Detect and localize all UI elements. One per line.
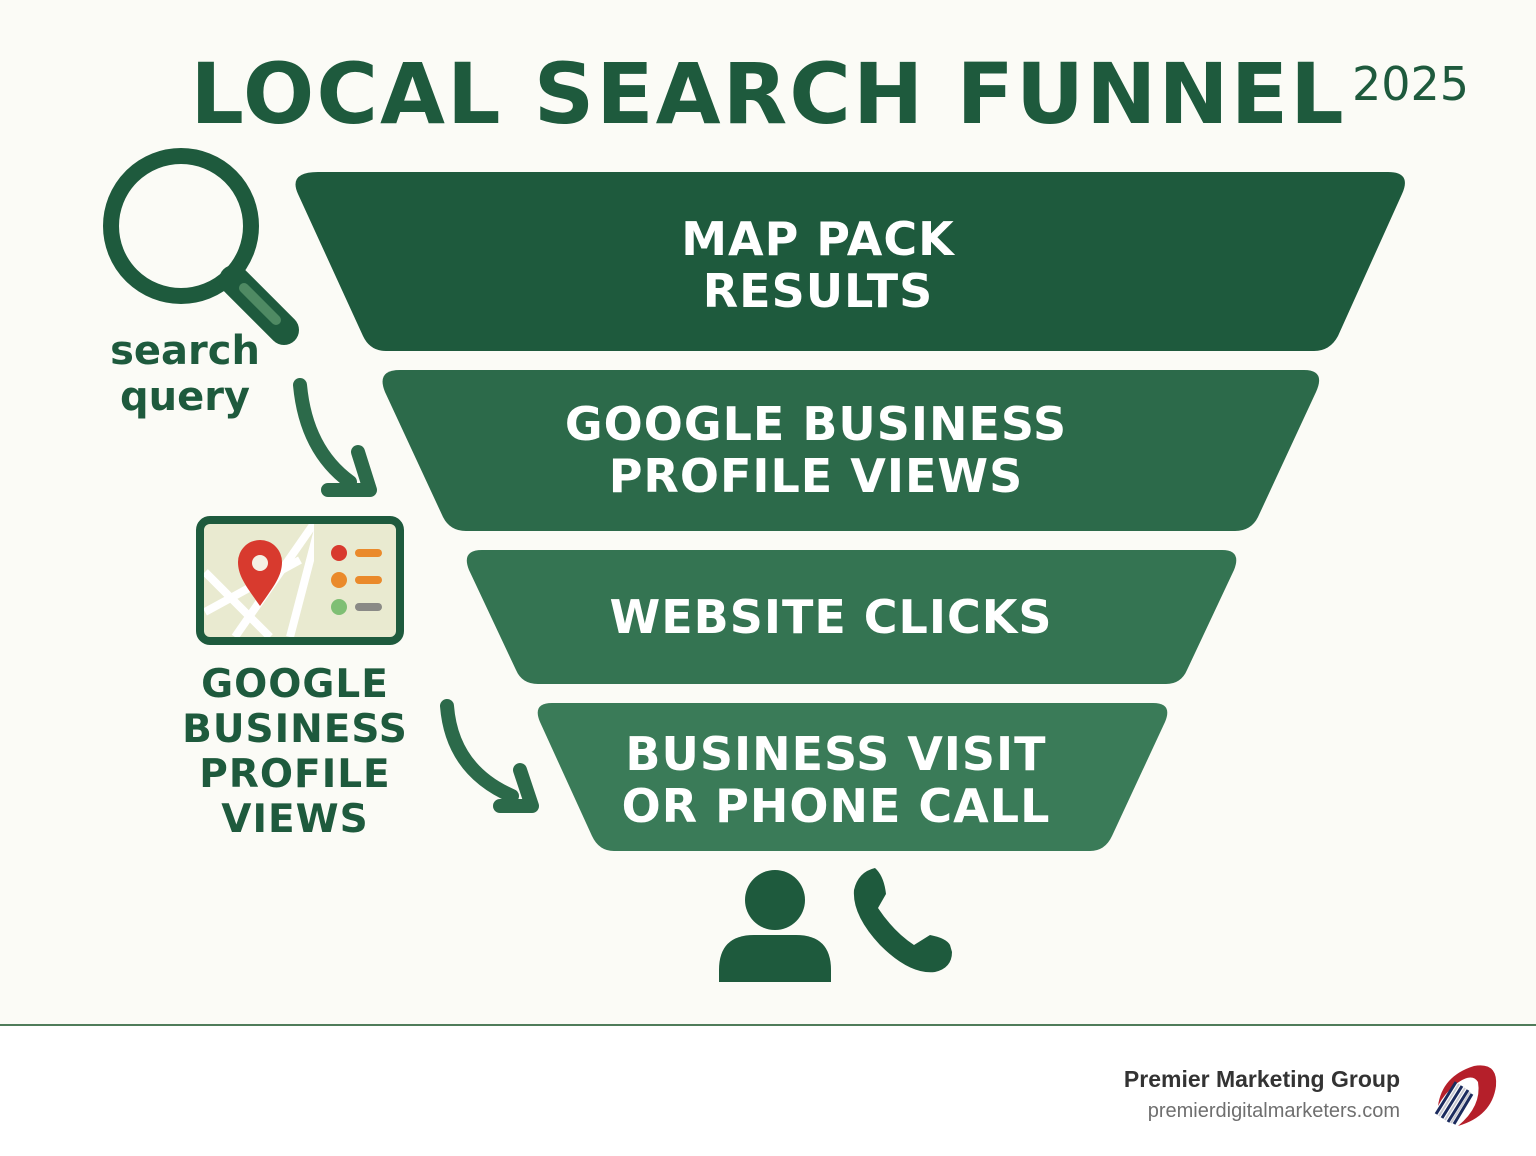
funnel-diagram	[103, 148, 1405, 982]
funnel-stage-label: WEBSITE CLICKS	[609, 590, 1053, 644]
map-listing-icon	[196, 516, 404, 645]
magnifier-icon	[103, 148, 299, 345]
year-label: 2025	[1352, 57, 1470, 111]
gbp-views-label: GOOGLE BUSINESS PROFILE VIEWS	[182, 662, 408, 842]
funnel-stage-3	[466, 550, 1237, 684]
company-name: Premier Marketing Group	[1123, 1066, 1400, 1092]
search-query-label: search query	[110, 328, 260, 420]
funnel-stage-label: MAP PACK RESULTS	[681, 212, 955, 318]
footer: Premier Marketing Group premierdigitalma…	[0, 1024, 1536, 1156]
company-website: premierdigitalmarketers.com	[1147, 1100, 1400, 1122]
page-title: LOCAL SEARCH FUNNEL	[190, 45, 1346, 143]
funnel-stage-4	[537, 703, 1168, 851]
funnel-stage-1	[295, 172, 1405, 351]
curved-arrow-icon	[293, 378, 377, 497]
person-icon	[719, 870, 831, 982]
curved-arrow-icon	[440, 699, 539, 813]
funnel-stage-label: BUSINESS VISIT OR PHONE CALL	[621, 727, 1051, 833]
funnel-stage-2	[382, 370, 1320, 531]
funnel-stage-label: GOOGLE BUSINESS PROFILE VIEWS	[564, 397, 1068, 503]
phone-icon	[853, 868, 952, 973]
premier-logo-icon	[1431, 1061, 1497, 1127]
